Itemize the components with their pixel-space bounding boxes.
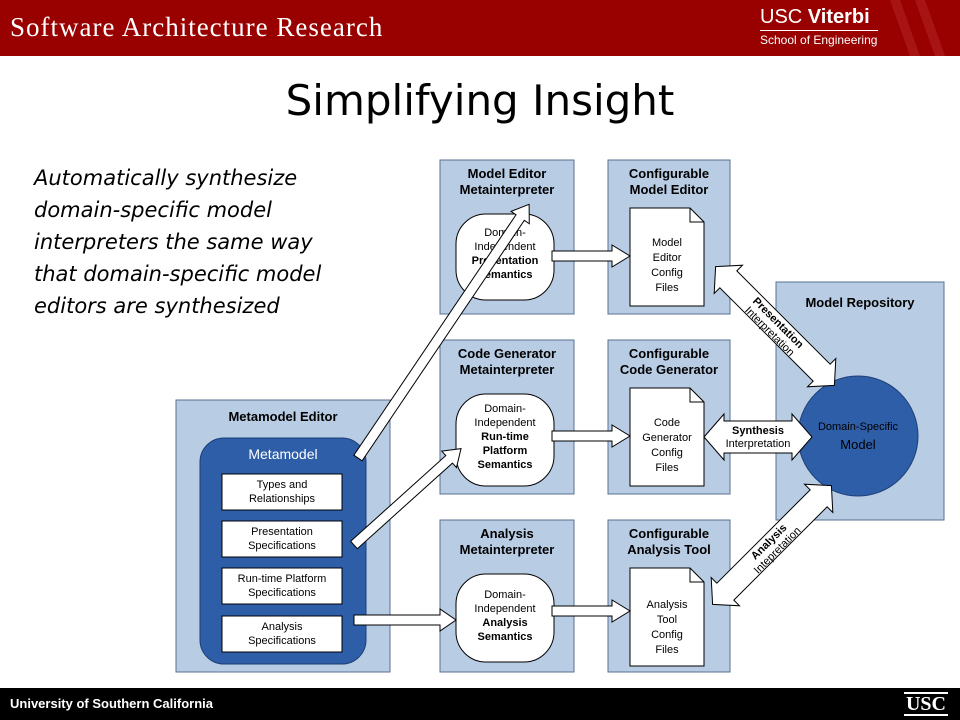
svg-text:Tool: Tool	[657, 614, 677, 626]
model-repository-title: Model Repository	[805, 295, 915, 310]
spec-item-types: Types and Relationships	[221, 473, 343, 511]
arrow-to-code-generator	[349, 448, 462, 550]
svg-text:Files: Files	[655, 462, 679, 474]
metamodel-label: Metamodel	[248, 446, 317, 462]
svg-text:Metainterpreter: Metainterpreter	[460, 182, 555, 197]
metamodel-editor-box: Metamodel Editor Metamodel Types and Rel…	[175, 399, 391, 673]
synthesis-interpretation-arrow: Synthesis Interpretation	[703, 412, 813, 462]
insight-text: Automatically synthesize domain-specific…	[34, 162, 414, 322]
svg-text:Independent: Independent	[474, 417, 535, 429]
svg-text:Synthesis: Synthesis	[732, 425, 784, 437]
code-generator-metainterpreter-box: Code Generator Metainterpreter Domain- I…	[439, 339, 575, 495]
svg-text:Analysis: Analysis	[647, 599, 688, 611]
svg-text:Semantics: Semantics	[477, 269, 532, 281]
configurable-analysis-tool-box: Configurable Analysis Tool Analysis Tool…	[607, 519, 731, 673]
svg-text:Run-time Platform: Run-time Platform	[238, 573, 327, 585]
analysis-metainterpreter-box: Analysis Metainterpreter Domain- Indepen…	[439, 519, 575, 673]
svg-text:Specifications: Specifications	[248, 540, 316, 552]
header-bar: Software Architecture Research USC Viter…	[0, 0, 960, 56]
insight-line: that domain-specific model	[34, 262, 322, 286]
model-editor-metainterpreter-box: Model Editor Metainterpreter Domain- Ind…	[439, 159, 575, 315]
slide-title: Simplifying Insight	[285, 76, 675, 125]
insight-line: Automatically synthesize	[34, 166, 298, 190]
svg-text:Run-time: Run-time	[481, 431, 529, 443]
arrow-to-analysis	[353, 608, 457, 632]
svg-text:Code Generator: Code Generator	[458, 346, 556, 361]
svg-text:Code Generator: Code Generator	[620, 362, 718, 377]
svg-text:Config: Config	[651, 629, 683, 641]
footer-bar: University of Southern California USC	[0, 688, 960, 720]
svg-text:Config: Config	[651, 447, 683, 459]
domain-specific-model-circle	[797, 375, 919, 497]
svg-text:Configurable: Configurable	[629, 346, 709, 361]
arrow-platform-semantics	[551, 424, 631, 448]
svg-text:Platform: Platform	[483, 445, 528, 457]
svg-text:Code: Code	[654, 417, 680, 429]
svg-text:Types and: Types and	[257, 479, 308, 491]
svg-text:Relationships: Relationships	[249, 493, 316, 505]
metamodel-editor-title: Metamodel Editor	[228, 409, 337, 424]
svg-text:Specifications: Specifications	[248, 635, 316, 647]
logo-subtitle: School of Engineering	[760, 33, 878, 47]
svg-text:Configurable: Configurable	[629, 526, 709, 541]
svg-text:Metainterpreter: Metainterpreter	[460, 362, 555, 377]
arrow-presentation-semantics	[551, 244, 631, 268]
svg-text:Config: Config	[651, 267, 683, 279]
svg-text:Analysis: Analysis	[262, 621, 303, 633]
spec-item-presentation: Presentation Specifications	[221, 520, 343, 558]
insight-line: editors are synthesized	[34, 294, 280, 318]
svg-text:Domain-Specific: Domain-Specific	[818, 421, 899, 433]
usc-viterbi-logo: USC Viterbi School of Engineering	[760, 6, 878, 47]
arrow-analysis-semantics	[551, 599, 631, 623]
svg-text:Domain-: Domain-	[484, 589, 526, 601]
spec-item-analysis: Analysis Specifications	[221, 615, 343, 653]
svg-text:Independent: Independent	[474, 603, 535, 615]
configurable-model-editor-box: Configurable Model Editor Model Editor C…	[607, 159, 731, 315]
arrow-to-model-editor	[353, 203, 530, 462]
svg-text:Configurable: Configurable	[629, 166, 709, 181]
svg-text:Semantics: Semantics	[477, 631, 532, 643]
svg-text:Interpretation: Interpretation	[726, 438, 791, 450]
model-repository-box: Model Repository Domain-Specific Model	[775, 281, 945, 521]
spec-item-runtime: Run-time Platform Specifications	[221, 567, 343, 605]
svg-text:Model Editor: Model Editor	[468, 166, 547, 181]
svg-text:Model: Model	[840, 437, 876, 452]
svg-text:Domain-: Domain-	[484, 403, 526, 415]
svg-text:Generator: Generator	[642, 432, 692, 444]
logo-viterbi: Viterbi	[807, 6, 870, 28]
footer-usc-logo: USC	[903, 692, 948, 716]
svg-text:Metainterpreter: Metainterpreter	[460, 542, 555, 557]
svg-text:Analysis Tool: Analysis Tool	[627, 542, 711, 557]
header-title: Software Architecture Research	[10, 12, 384, 42]
insight-line: domain-specific model	[34, 198, 272, 222]
svg-text:Files: Files	[655, 644, 679, 656]
svg-text:Model: Model	[652, 237, 682, 249]
svg-text:Specifications: Specifications	[248, 587, 316, 599]
header-decoration	[890, 0, 945, 56]
svg-text:Model Editor: Model Editor	[630, 182, 709, 197]
logo-usc: USC	[760, 6, 803, 28]
configurable-code-generator-box: Configurable Code Generator Code Generat…	[607, 339, 731, 495]
footer-university: University of Southern California	[10, 696, 213, 711]
svg-text:Presentation: Presentation	[251, 526, 313, 538]
logo-rule	[760, 30, 878, 31]
svg-text:Analysis: Analysis	[480, 526, 533, 541]
svg-text:Files: Files	[655, 282, 679, 294]
svg-text:Semantics: Semantics	[477, 459, 532, 471]
insight-line: interpreters the same way	[34, 230, 313, 254]
svg-text:Analysis: Analysis	[482, 617, 527, 629]
svg-text:Editor: Editor	[653, 252, 682, 264]
